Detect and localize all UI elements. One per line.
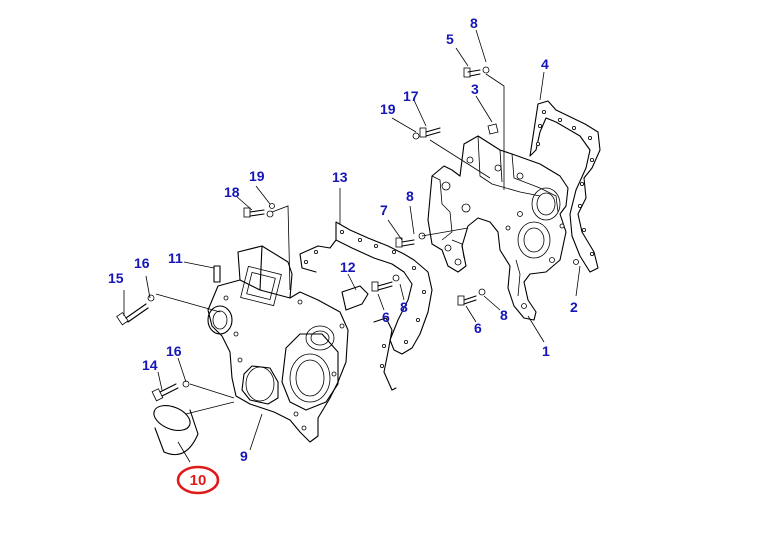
callout-19-top: 19 bbox=[380, 101, 396, 117]
part-11-stud bbox=[213, 265, 221, 283]
callout-1: 1 bbox=[542, 343, 550, 359]
callout-11: 11 bbox=[168, 250, 183, 266]
callout-8-top: 8 bbox=[470, 15, 478, 31]
callout-6-right: 6 bbox=[474, 320, 482, 336]
callout-17: 17 bbox=[403, 88, 419, 104]
part-13-gasket bbox=[299, 221, 433, 391]
callout-13: 13 bbox=[332, 169, 348, 185]
callout-19-mid: 19 bbox=[249, 168, 265, 184]
bolt-items bbox=[116, 66, 579, 402]
callout-14: 14 bbox=[142, 357, 158, 373]
part-1-rear-housing bbox=[427, 135, 569, 321]
callout-10: 10 bbox=[190, 472, 207, 489]
callout-15: 15 bbox=[108, 270, 124, 286]
callout-4: 4 bbox=[541, 56, 549, 72]
part-4-gasket bbox=[529, 100, 601, 273]
callout-6-mid: 6 bbox=[382, 309, 390, 325]
callout-9: 9 bbox=[240, 448, 248, 464]
callout-18: 18 bbox=[224, 184, 240, 200]
callout-8-mid: 8 bbox=[406, 188, 414, 204]
highlight-ring bbox=[176, 465, 220, 495]
callout-16-bot: 16 bbox=[166, 343, 182, 359]
part-9-front-cover bbox=[207, 245, 349, 443]
callout-8-right: 8 bbox=[500, 307, 508, 323]
leader-lines bbox=[123, 29, 581, 463]
callout-16-top: 16 bbox=[134, 255, 150, 271]
callout-5: 5 bbox=[446, 31, 454, 47]
callout-2: 2 bbox=[570, 299, 578, 315]
part-10-seal bbox=[153, 405, 199, 456]
part-12-plate bbox=[341, 285, 369, 311]
callout-12: 12 bbox=[340, 259, 356, 275]
callout-3: 3 bbox=[471, 81, 479, 97]
callout-7: 7 bbox=[380, 202, 388, 218]
callout-labels: 8 5 4 3 17 19 19 18 13 8 7 11 16 15 12 8… bbox=[108, 15, 578, 464]
callout-8-low: 8 bbox=[400, 299, 408, 315]
highlighted-callout-10: 10 bbox=[176, 465, 220, 495]
